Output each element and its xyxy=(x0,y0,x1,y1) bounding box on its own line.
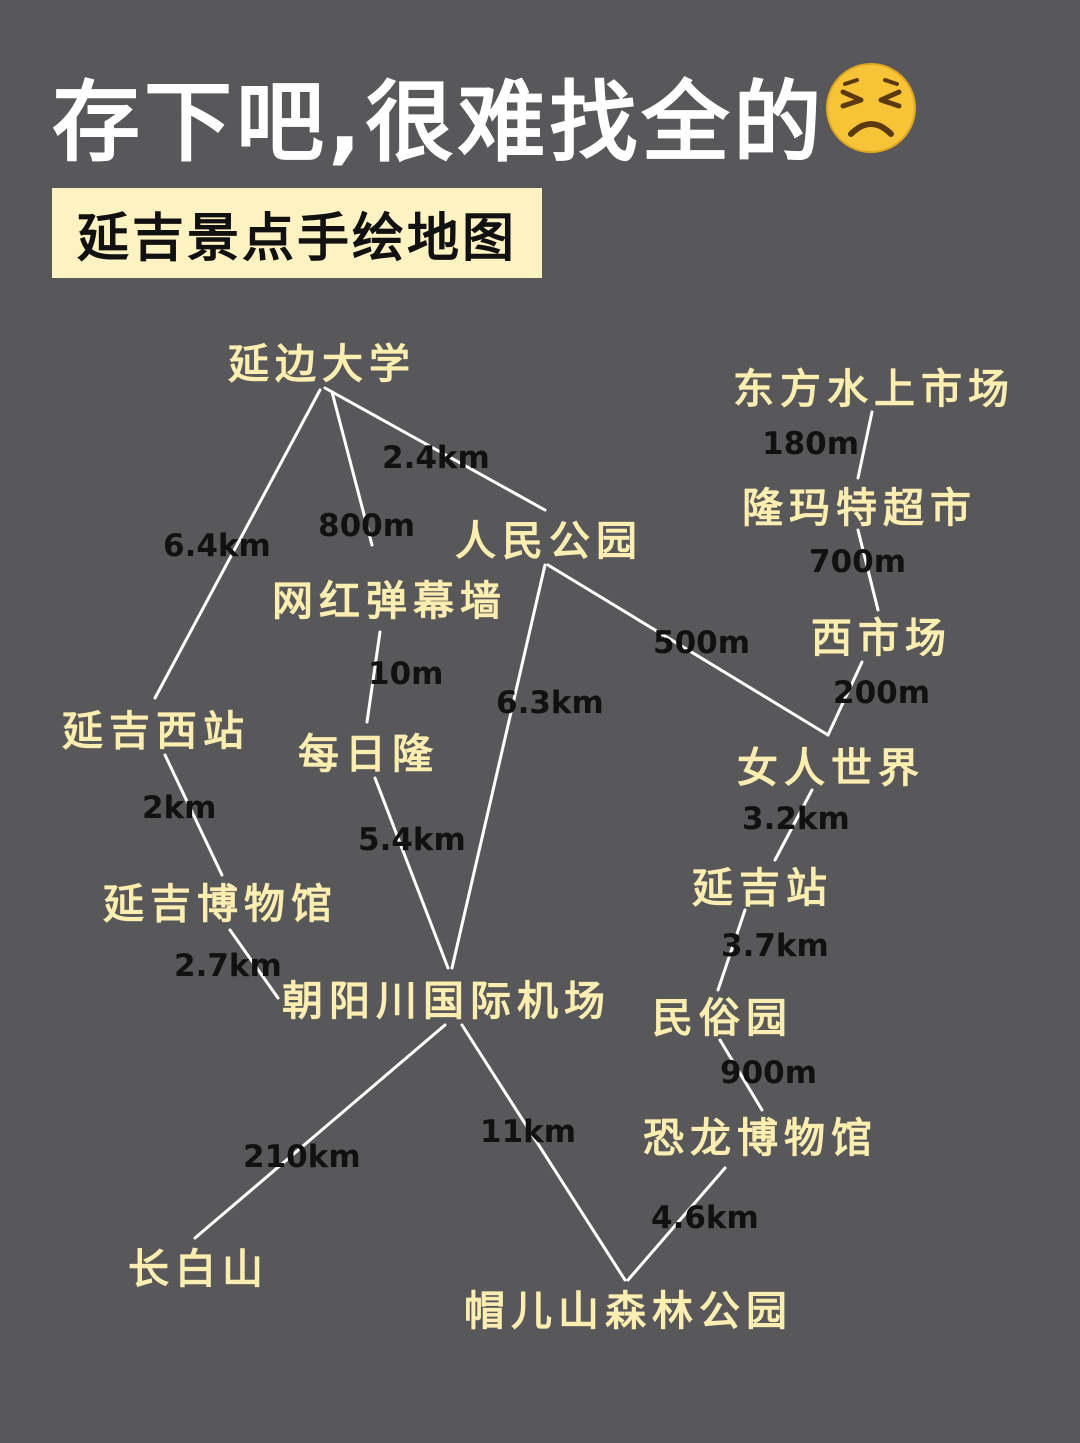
headline-title: 存下吧,很难找全的 xyxy=(52,71,826,174)
route-west-market-women-world xyxy=(826,660,864,737)
persevering-face-emoji-icon xyxy=(826,63,916,153)
route-water-market-longmate xyxy=(856,410,874,480)
route-folk-park-dinosaur xyxy=(718,1038,764,1112)
place-meirilong: 每日隆 xyxy=(298,730,439,778)
route-women-world-yanji-station xyxy=(773,788,814,862)
distance-yanji-station-folk-park: 3.7km xyxy=(721,928,829,964)
distance-museum-airport: 2.7km xyxy=(174,948,282,984)
distance-univ-wall: 800m xyxy=(318,508,415,544)
distance-water-market-longmate: 180m xyxy=(762,426,859,462)
route-univ-west-station xyxy=(153,388,322,700)
place-dongfang-water-market: 东方水上市场 xyxy=(733,365,1015,413)
place-dinosaur-museum: 恐龙博物馆 xyxy=(643,1114,878,1162)
route-west-station-museum xyxy=(163,753,224,877)
distance-univ-park: 2.4km xyxy=(382,440,490,476)
distance-wall-meirilong: 10m xyxy=(368,656,443,692)
distance-women-world-yanji-station: 3.2km xyxy=(742,801,850,837)
route-yanji-station-folk-park xyxy=(716,908,747,992)
route-maoer-dinosaur xyxy=(626,1166,727,1282)
distance-univ-west-station: 6.4km xyxy=(163,528,271,564)
place-yanji-museum: 延吉博物馆 xyxy=(103,880,338,928)
distance-meirilong-airport: 5.4km xyxy=(358,822,466,858)
route-lines xyxy=(153,386,880,1282)
place-wanghong-wall: 网红弹幕墙 xyxy=(272,577,507,625)
route-wall-meirilong xyxy=(365,630,382,724)
distance-labels: 2.4km 6.4km 800m 10m 5.4km 6.3km 500m 2k… xyxy=(142,426,930,1236)
place-longmate-supermarket: 隆玛特超市 xyxy=(742,484,977,532)
place-people-park: 人民公园 xyxy=(455,517,643,565)
distance-maoer-dinosaur: 4.6km xyxy=(651,1200,759,1236)
place-yanji-west-station: 延吉西站 xyxy=(62,707,250,755)
route-univ-park xyxy=(323,386,547,512)
distance-longmate-west-market: 700m xyxy=(809,544,906,580)
place-yanbian-university: 延边大学 xyxy=(228,340,416,388)
distance-airport-maoer: 11km xyxy=(480,1114,576,1150)
subtitle-banner: 延吉景点手绘地图 xyxy=(52,188,542,278)
route-museum-airport xyxy=(228,928,280,1000)
distance-airport-changbai: 210km xyxy=(243,1139,361,1175)
place-women-world: 女人世界 xyxy=(737,744,925,792)
place-yanji-station: 延吉站 xyxy=(692,864,833,912)
distance-park-women-world: 500m xyxy=(653,625,750,661)
route-longmate-west-market xyxy=(856,528,880,612)
place-airport: 朝阳川国际机场 xyxy=(282,977,611,1025)
route-airport-changbai xyxy=(193,1023,447,1240)
route-univ-wall xyxy=(330,390,374,547)
route-airport-maoer xyxy=(460,1023,627,1282)
place-maoer-forest-park: 帽儿山森林公园 xyxy=(464,1287,793,1335)
subtitle-text: 延吉景点手绘地图 xyxy=(76,208,517,269)
place-changbai-mountain: 长白山 xyxy=(128,1245,269,1293)
distance-park-airport: 6.3km xyxy=(496,685,604,721)
route-park-airport xyxy=(450,563,547,970)
route-park-women-world xyxy=(546,563,830,737)
place-west-market: 西市场 xyxy=(811,614,952,662)
distance-west-station-museum: 2km xyxy=(142,790,217,826)
distance-folk-park-dinosaur: 900m xyxy=(720,1055,817,1091)
place-labels: 延边大学 人民公园 网红弹幕墙 每日隆 延吉西站 延吉博物馆 朝阳川国际机场 长… xyxy=(62,340,1015,1335)
place-folk-park: 民俗园 xyxy=(652,994,793,1042)
route-meirilong-airport xyxy=(373,776,450,970)
distance-west-market-women-world: 200m xyxy=(833,675,930,711)
